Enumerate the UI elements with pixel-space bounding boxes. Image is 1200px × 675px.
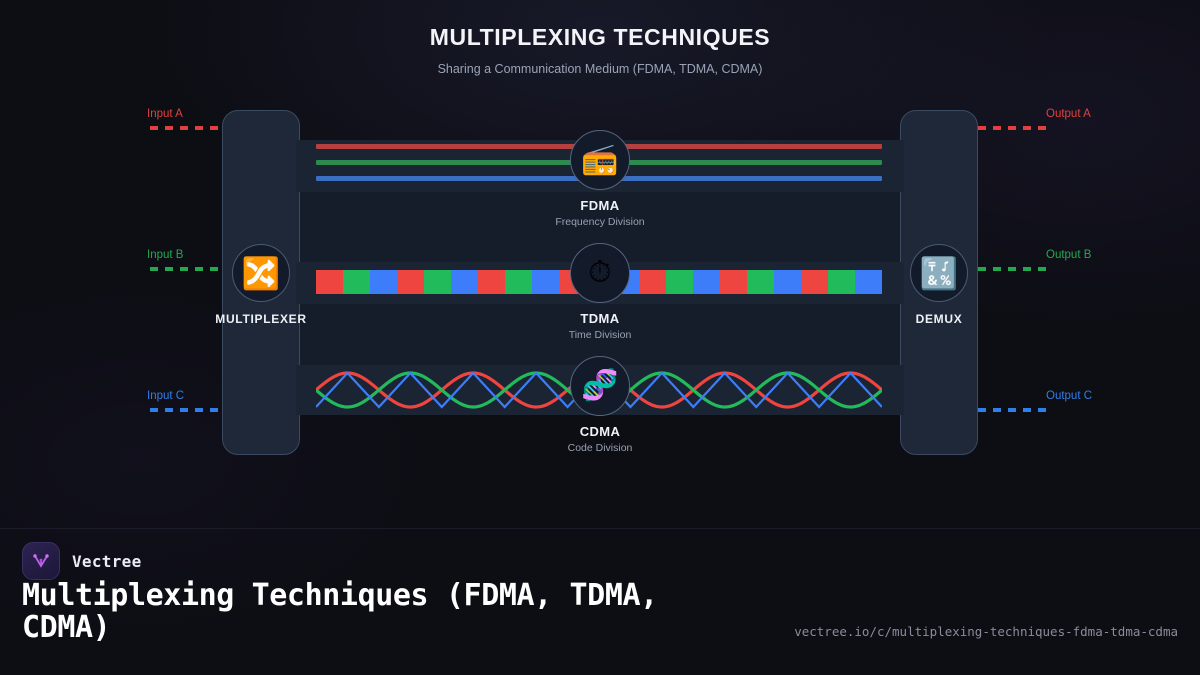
page-subtitle: Sharing a Communication Medium (FDMA, TD… [437, 62, 763, 76]
multiplexer-label: MULTIPLEXER [215, 312, 307, 326]
fdma-caption: FDMA Frequency Division [470, 198, 730, 228]
output-label-1: Output B [1046, 249, 1092, 261]
brand-row: Vectree [22, 542, 142, 580]
channel-rail-lower [296, 304, 904, 365]
output-lead-1 [978, 267, 1050, 271]
brand-name: Vectree [72, 551, 142, 571]
tdma-subtitle: Time Division [568, 329, 632, 341]
tdma-slot-15 [720, 270, 748, 294]
footer-title: Multiplexing Techniques (FDMA, TDMA, CDM… [22, 578, 658, 646]
page-title: MULTIPLEXING TECHNIQUES [429, 24, 771, 50]
tdma-slot-16 [747, 270, 775, 294]
tdma-slot-19 [828, 270, 856, 294]
tdma-slot-4 [423, 270, 451, 294]
stopwatch-icon: ⏱ [570, 243, 630, 303]
tdma-slot-12 [639, 270, 667, 294]
output-label-0: Output A [1046, 108, 1091, 120]
shuffle-icon: 🔀 [232, 244, 290, 302]
input-lead-1 [150, 267, 222, 271]
demux-label: DEMUX [915, 312, 963, 326]
tdma-slot-1 [342, 270, 370, 294]
tdma-slot-14 [693, 270, 721, 294]
diagram-header: MULTIPLEXING TECHNIQUES Sharing a Commun… [0, 24, 1200, 76]
radio-icon: 📻 [570, 130, 630, 190]
cdma-subtitle: Code Division [567, 442, 633, 454]
footer-url: vectree.io/c/multiplexing-techniques-fdm… [794, 624, 1178, 639]
tdma-slot-6 [477, 270, 505, 294]
input-label-2: Input C [147, 390, 185, 402]
cdma-name: CDMA [579, 424, 621, 439]
input-label-1: Input B [147, 249, 184, 261]
tdma-slot-13 [666, 270, 694, 294]
fdma-name: FDMA [580, 198, 620, 213]
input-lead-0 [150, 126, 222, 130]
tdma-slot-18 [801, 270, 829, 294]
dna-icon: 🧬 [570, 356, 630, 416]
output-label-2: Output C [1046, 390, 1093, 402]
vectree-logo-icon [22, 542, 60, 580]
tdma-slot-17 [774, 270, 802, 294]
input-label-0: Input A [147, 108, 183, 120]
footer-divider [0, 528, 1200, 529]
cdma-caption: CDMA Code Division [470, 424, 730, 454]
input-lead-2 [150, 408, 222, 412]
tdma-name: TDMA [580, 311, 620, 326]
tdma-slot-20 [855, 270, 883, 294]
output-lead-2 [978, 408, 1050, 412]
tdma-slot-8 [531, 270, 559, 294]
input-symbols-icon: 🔣 [910, 244, 968, 302]
tdma-caption: TDMA Time Division [470, 311, 730, 341]
fdma-subtitle: Frequency Division [555, 216, 645, 228]
tdma-slot-0 [316, 270, 343, 294]
output-lead-0 [978, 126, 1050, 130]
tdma-slot-5 [450, 270, 478, 294]
tdma-slot-2 [369, 270, 397, 294]
multiplexing-diagram: Input A Input B Input C Output A Output B Out… [0, 100, 1200, 470]
tdma-slot-7 [504, 270, 532, 294]
tdma-slot-3 [396, 270, 424, 294]
